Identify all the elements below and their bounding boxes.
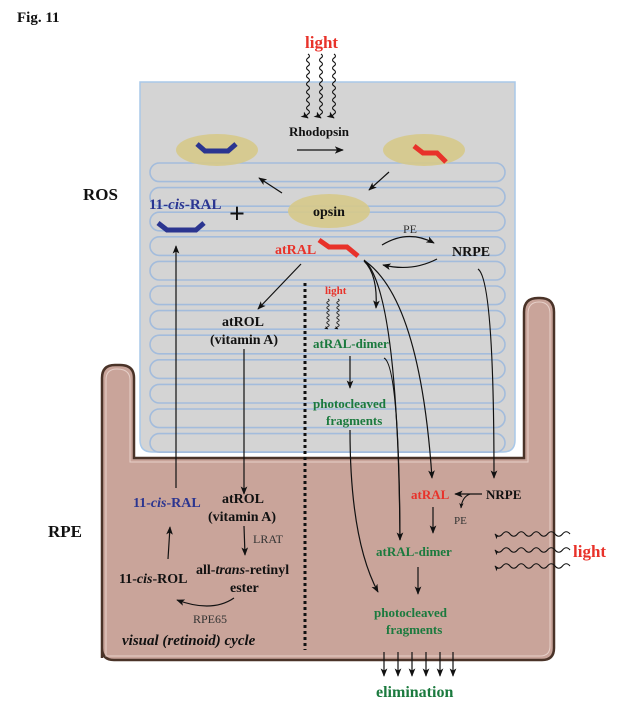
light-wave <box>324 298 330 330</box>
ros-region <box>139 81 516 453</box>
ros-pe-label: PE <box>403 222 417 236</box>
light-wave <box>313 53 324 119</box>
membrane-disc <box>149 309 506 330</box>
arrow-atral-to-atrol <box>257 263 302 310</box>
rpe-fragments-sublabel: fragments <box>386 622 442 637</box>
rpe-light-label: light <box>573 542 606 561</box>
rpe-11-cis-ral-label: 11-cis-RAL <box>133 496 201 511</box>
ros-atral-label: atRAL <box>275 243 316 258</box>
light-wave <box>494 563 571 572</box>
light-wave <box>334 298 340 330</box>
free-11-cis-ral-icon <box>156 221 206 233</box>
opsin-label: opsin <box>313 205 345 220</box>
membrane-disc <box>149 334 506 355</box>
rhodopsin-complex-light <box>383 134 465 166</box>
arrow-atrol-to-ester <box>241 525 249 556</box>
arrow-nrpe-to-pe-rpe <box>459 493 471 509</box>
elimination-arrows <box>380 652 457 677</box>
membrane-disc <box>149 285 506 306</box>
rpe-atrol-label: atROL <box>222 492 264 507</box>
arrow-atral-to-dimer-ros <box>363 260 380 309</box>
membrane-disc <box>149 236 506 257</box>
plus-sign: + <box>229 199 245 230</box>
membrane-disc <box>149 383 506 404</box>
ros-label: ROS <box>83 185 118 204</box>
light-waves-top <box>300 53 337 119</box>
arrow-atral-to-nrpe <box>381 235 435 246</box>
arrow-fragments-ros-to-fragments-rpe <box>349 429 379 593</box>
figure-label: Fig. 11 <box>17 10 60 26</box>
light-wave <box>494 531 571 540</box>
rpe-ester-sublabel: ester <box>230 581 259 596</box>
rhodopsin-label: Rhodopsin <box>289 124 350 139</box>
rpe-nrpe-label: NRPE <box>486 487 521 502</box>
arrow-rhodopsin-to-opsin <box>368 171 390 191</box>
arrow-atral-to-dimer-rpe <box>364 260 435 479</box>
elimination-label: elimination <box>376 684 453 701</box>
arrow-nrpe-ros-to-nrpe-rpe <box>477 268 498 479</box>
light-waves-small <box>324 298 340 330</box>
rpe-pe-label: PE <box>454 515 467 527</box>
membrane-disc <box>149 432 506 453</box>
free-atral-icon <box>317 237 360 258</box>
membrane-disc <box>149 408 506 429</box>
ros-fragments-label: photocleaved <box>313 396 387 411</box>
ros-atrol-label: atROL <box>222 315 264 330</box>
rpe-atral-label: atRAL <box>411 487 450 502</box>
rpe-outer-border <box>100 296 556 662</box>
rpe65-label: RPE65 <box>193 612 227 626</box>
light-label-top: light <box>305 33 338 52</box>
chromophore-all-trans-icon <box>412 144 448 164</box>
rpe-11-cis-rol-label: 11-cis-ROL <box>119 572 187 587</box>
ros-light-small-label: light <box>325 285 347 297</box>
membrane-discs <box>149 162 506 453</box>
ros-fragments-sublabel: fragments <box>326 413 382 428</box>
rpe-fragments-label: photocleaved <box>374 605 448 620</box>
light-wave <box>300 53 311 119</box>
rpe-ester-label: all-trans-retinyl <box>196 563 289 578</box>
membrane-disc <box>149 260 506 281</box>
membrane-disc <box>149 359 506 380</box>
arrow-cis-rol-to-cis-ral <box>166 526 173 560</box>
membrane-disc <box>149 211 506 232</box>
ros-11-cis-ral-label: 11-cis-RAL <box>149 197 222 213</box>
chromophore-11-cis-icon <box>195 142 238 154</box>
rpe-atral-dimer-label: atRAL-dimer <box>376 544 452 559</box>
lrat-label: LRAT <box>253 532 284 546</box>
light-wave <box>494 547 571 556</box>
membrane-disc <box>149 162 506 183</box>
arrow-dimer-ros-to-dimer-rpe <box>383 357 401 541</box>
opsin-ellipse <box>288 194 370 228</box>
rpe-inner-highlight <box>105 301 551 657</box>
ros-nrpe-label: NRPE <box>452 245 490 260</box>
arrow-opsin-to-rhodopsin <box>258 177 283 194</box>
rpe-atrol-sublabel: (vitamin A) <box>208 510 276 525</box>
light-wave <box>326 53 337 119</box>
visual-cycle-caption: visual (retinoid) cycle <box>122 633 256 649</box>
rpe-label: RPE <box>48 522 82 541</box>
ros-atrol-sublabel: (vitamin A) <box>210 333 278 348</box>
ros-atral-dimer-label: atRAL-dimer <box>313 336 389 351</box>
membrane-disc <box>149 186 506 207</box>
light-waves-side <box>494 531 571 572</box>
arrow-nrpe-to-atral <box>382 258 438 271</box>
rpe-region <box>100 296 556 662</box>
arrow-ester-to-cis-rol <box>176 597 235 607</box>
